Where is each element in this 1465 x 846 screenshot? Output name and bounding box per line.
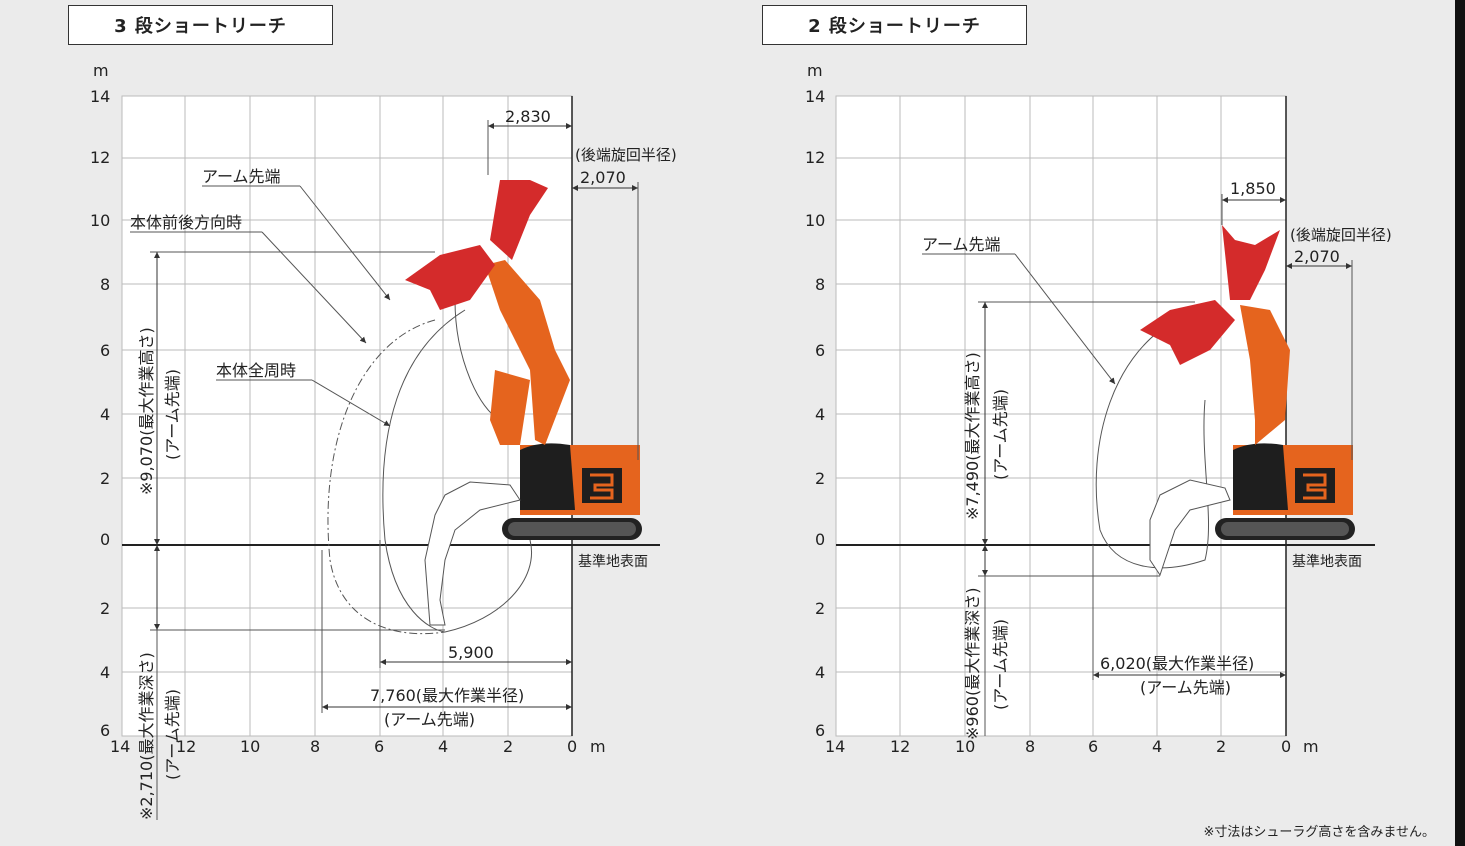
right-diagram-title: 2 段ショートリーチ (762, 5, 1027, 45)
left-x-tick: 10 (240, 737, 260, 756)
left-label-arm-tip: アーム先端 (202, 167, 281, 186)
right-x-tick: 12 (890, 737, 910, 756)
left-y-tick: 14 (90, 87, 110, 106)
left-y-tick: 2 (100, 469, 110, 488)
left-y-tick: 0 (100, 530, 110, 549)
right-max-height-sub: (アーム先端) (991, 389, 1010, 480)
right-edge-strip (1455, 0, 1465, 846)
left-max-depth: ※2,710(最大作業深さ) (137, 652, 156, 820)
left-x-unit: m (590, 737, 606, 756)
right-y-tick: 0 (815, 530, 825, 549)
left-dim-top: 2,830 (505, 107, 551, 126)
right-x-tick: 0 (1281, 737, 1291, 756)
left-label-full-circle: 本体全周時 (216, 361, 296, 380)
left-full-circle-envelope (382, 309, 532, 633)
left-x-tick: 0 (567, 737, 577, 756)
right-x-tick: 10 (955, 737, 975, 756)
right-y-tick: 6 (815, 721, 825, 740)
left-x-tick: 8 (310, 737, 320, 756)
left-ground-label: 基準地表面 (578, 553, 648, 570)
right-x-unit: m (1303, 737, 1319, 756)
right-tail-radius-label: (後端旋回半径) (1290, 226, 1392, 244)
left-max-height-sub: (アーム先端) (163, 369, 182, 460)
right-x-tick: 6 (1088, 737, 1098, 756)
left-y-tick: 6 (100, 341, 110, 360)
left-tail-radius-label: (後端旋回半径) (575, 146, 677, 164)
right-grid (835, 95, 1287, 737)
left-x-tick: 12 (176, 737, 196, 756)
right-crusher-side (1140, 300, 1235, 365)
left-diagram-title: 3 段ショートリーチ (68, 5, 333, 45)
footnote: ※寸法はシューラグ高さを含みません。 (1203, 825, 1435, 840)
right-crusher-top (1222, 225, 1280, 300)
right-x-tick: 14 (825, 737, 845, 756)
left-max-depth-sub: (アーム先端) (163, 689, 182, 780)
right-y-tick: 4 (815, 405, 825, 424)
right-dim-max-radius: 6,020(最大作業半径) (1100, 654, 1254, 673)
right-dim-top: 1,850 (1230, 179, 1276, 198)
left-y-unit: m (93, 61, 109, 80)
left-max-height: ※9,070(最大作業高さ) (137, 327, 156, 495)
right-y-tick: 12 (805, 148, 825, 167)
right-boom-lowered (1149, 479, 1231, 577)
right-y-tick: 10 (805, 211, 825, 230)
right-y-tick: 2 (815, 469, 825, 488)
left-y-tick: 6 (100, 721, 110, 740)
right-cab (1233, 443, 1288, 510)
left-y-tick: 8 (100, 275, 110, 294)
left-boom (485, 260, 570, 445)
left-dim-max-radius-sub: (アーム先端) (384, 710, 475, 729)
right-max-depth-sub: (アーム先端) (991, 619, 1010, 710)
left-tail-radius: 2,070 (580, 168, 626, 187)
right-ground-label: 基準地表面 (1292, 553, 1362, 570)
left-crusher-side (405, 245, 495, 310)
left-boom-lowered (424, 481, 521, 626)
right-max-depth: ※960(最大作業深さ) (963, 588, 982, 740)
right-boom (1240, 305, 1290, 445)
left-front-back-envelope (327, 319, 446, 635)
left-y-tick: 10 (90, 211, 110, 230)
right-tail-radius: 2,070 (1294, 247, 1340, 266)
right-y-tick: 8 (815, 275, 825, 294)
left-y-tick: 2 (100, 599, 110, 618)
left-arm-lower (490, 370, 530, 445)
left-dim-max-radius: 7,760(最大作業半径) (370, 686, 524, 705)
left-x-tick: 2 (503, 737, 513, 756)
right-x-tick: 2 (1216, 737, 1226, 756)
left-y-tick: 12 (90, 148, 110, 167)
left-excavator (405, 180, 642, 626)
right-x-tick: 8 (1025, 737, 1035, 756)
right-excavator (1140, 225, 1355, 577)
left-x-tick: 6 (374, 737, 384, 756)
left-crusher-top (490, 180, 548, 260)
right-label-arm-tip: アーム先端 (922, 235, 1001, 254)
right-x-tick: 4 (1152, 737, 1162, 756)
left-x-tick: 14 (110, 737, 130, 756)
right-diagram: m 14 12 10 8 6 4 2 0 2 4 6 14 12 10 8 6 … (805, 61, 1392, 756)
left-cab (520, 443, 575, 510)
left-dim-5900: 5,900 (448, 643, 494, 662)
left-diagram: m 14 12 10 8 6 4 2 0 2 4 6 14 12 10 8 6 … (90, 61, 677, 820)
right-y-unit: m (807, 61, 823, 80)
right-y-tick: 6 (815, 341, 825, 360)
right-dim-max-radius-sub: (アーム先端) (1140, 678, 1231, 697)
right-y-tick: 2 (815, 599, 825, 618)
left-y-tick: 4 (100, 663, 110, 682)
left-y-tick: 4 (100, 405, 110, 424)
right-y-tick: 14 (805, 87, 825, 106)
right-max-height: ※7,490(最大作業高さ) (963, 352, 982, 520)
right-y-tick: 4 (815, 663, 825, 682)
left-label-front-back: 本体前後方向時 (130, 213, 242, 232)
left-x-tick: 4 (438, 737, 448, 756)
